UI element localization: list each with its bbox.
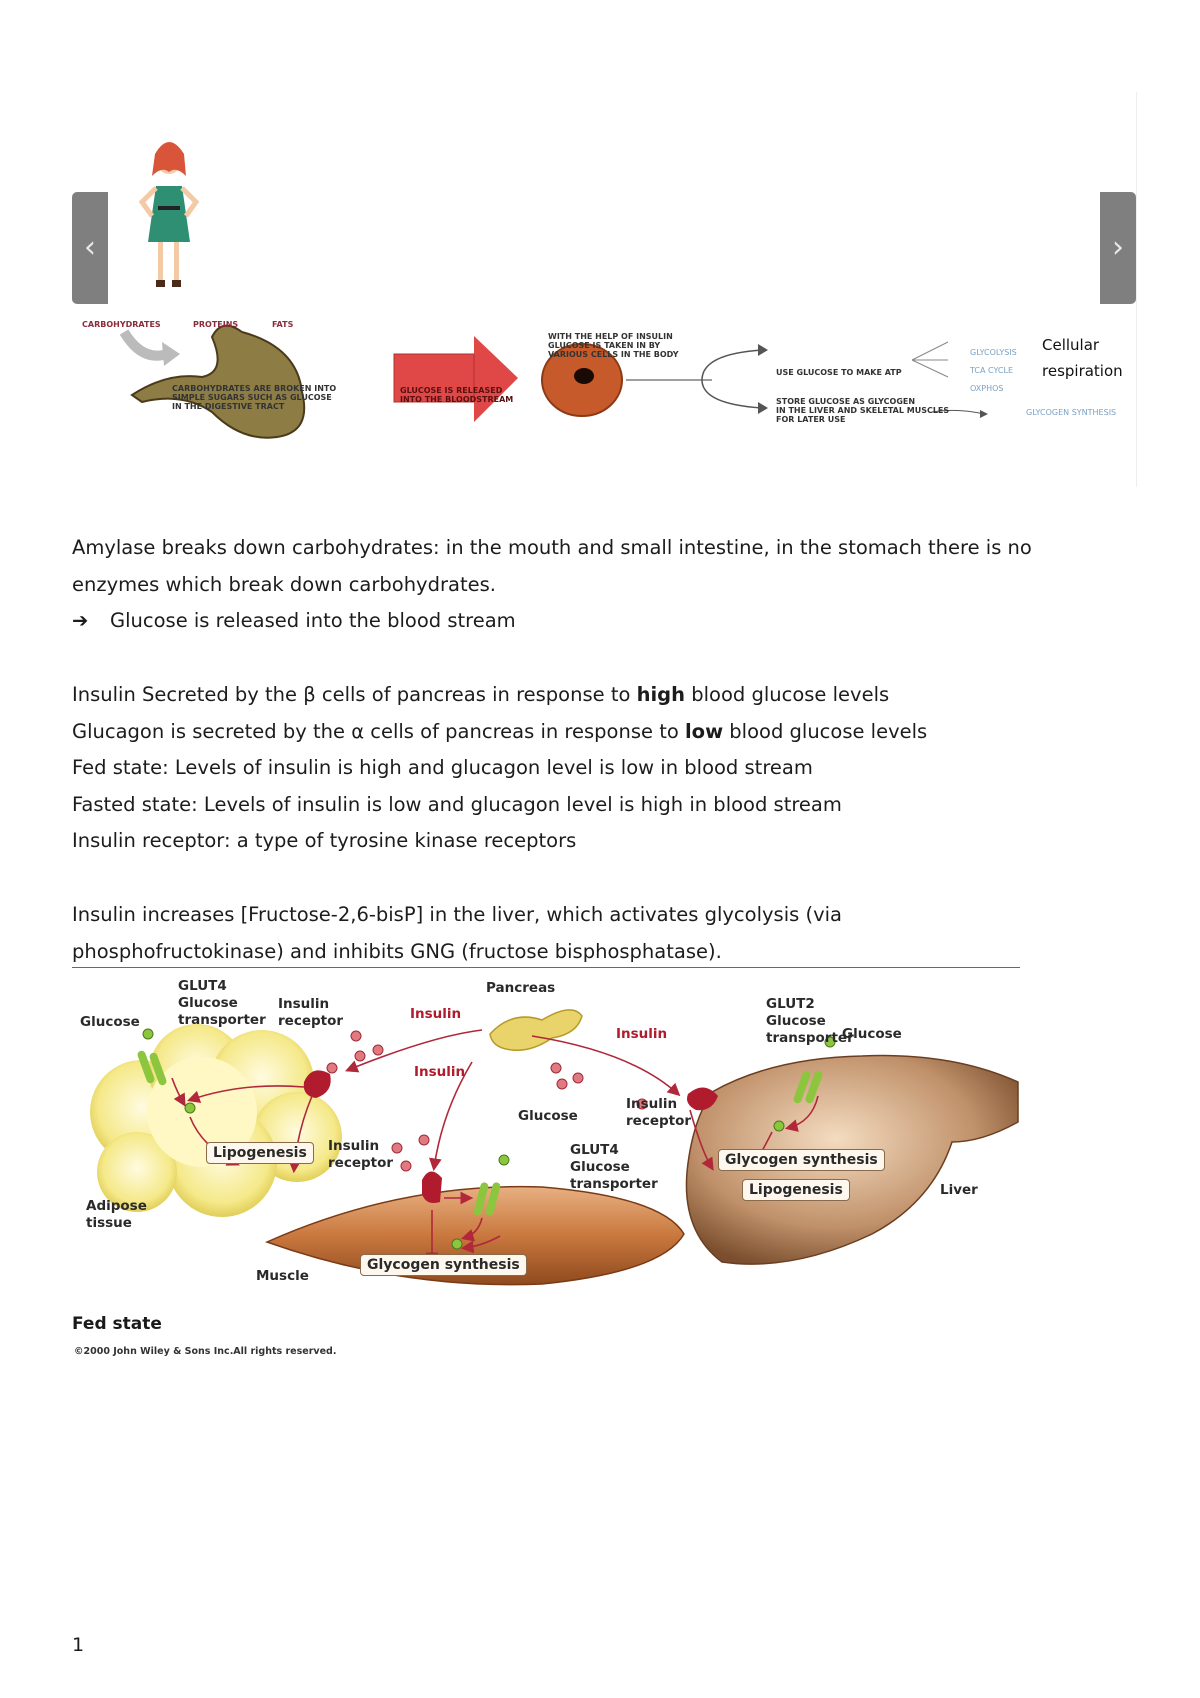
glut4-transporter-icon	[473, 1182, 501, 1216]
glut4-transporter-icon	[137, 1050, 167, 1086]
carousel-next-button[interactable]: ›	[1100, 192, 1136, 304]
glut2-transporter-icon	[793, 1070, 823, 1104]
glycogen-synthesis-box-muscle: Glycogen synthesis	[360, 1254, 527, 1276]
right-arrow-icon: ➔	[72, 609, 89, 633]
pancreas-icon	[489, 1009, 583, 1051]
muscle-label: Muscle	[256, 1268, 309, 1284]
glycolysis-label: GLYCOLYSIS	[970, 348, 1017, 357]
glucose-label-left: Glucose	[80, 1014, 140, 1030]
fasted-line: Fasted state: Levels of insulin is low a…	[72, 792, 842, 816]
slide-edge	[1136, 92, 1137, 487]
receptor-line: Insulin receptor: a type of tyrosine kin…	[72, 829, 577, 853]
red-arrow-icon	[393, 336, 518, 422]
glycogen-synthesis-box-liver: Glycogen synthesis	[718, 1149, 885, 1171]
oxphos-label: OXPHOS	[970, 384, 1004, 393]
use-glucose-note: USE GLUCOSE TO MAKE ATP	[776, 368, 902, 377]
chevron-left-icon: ‹	[84, 230, 96, 265]
insulin-receptor-icon	[422, 1171, 442, 1203]
insulin-label-3: Insulin	[414, 1064, 466, 1080]
insulin-label-2: Insulin	[616, 1026, 668, 1042]
carousel-prev-button[interactable]: ‹	[72, 192, 108, 304]
pancreas-label: Pancreas	[486, 980, 556, 996]
chevron-right-icon: ›	[1112, 230, 1124, 265]
fats-label: FATS	[272, 320, 294, 329]
stomach-icon	[130, 324, 306, 439]
glucose-label-right: Glucose	[842, 1026, 902, 1042]
woman-figure-icon	[138, 142, 200, 287]
insulin-line: Insulin Secreted by the β cells of pancr…	[72, 683, 890, 706]
glucagon-line: Glucagon is secreted by the α cells of p…	[72, 719, 928, 743]
page-number: 1	[72, 1634, 85, 1656]
curved-arrow-icon	[119, 329, 169, 361]
paragraph-amylase: Amylase breaks down carbohydrates: in th…	[72, 530, 1032, 640]
lipogenesis-box-adipose: Lipogenesis	[206, 1142, 314, 1164]
glucose-label-mid: Glucose	[518, 1108, 578, 1124]
digestion-illustration	[119, 142, 988, 439]
paragraph-fructose: Insulin increases [Fructose-2,6-bisP] in…	[72, 903, 842, 963]
figure-caption: Fed state	[72, 1314, 162, 1334]
fed-line: Fed state: Levels of insulin is high and…	[72, 756, 813, 780]
carbohydrates-label: CARBOHYDRATES	[82, 320, 161, 329]
tca-cycle-label: TCA CYCLE	[970, 366, 1014, 375]
adipose-tissue-icon	[90, 1024, 342, 1217]
figure-copyright: ©2000 John Wiley & Sons Inc.All rights r…	[74, 1346, 337, 1357]
insulin-label-1: Insulin	[410, 1006, 462, 1022]
insulin-receptor-icon	[303, 1070, 331, 1098]
insulin-molecule-icon	[326, 1030, 648, 1172]
divider-line	[72, 967, 1020, 968]
glucose-molecule-icon	[142, 1028, 836, 1250]
branch-arrow-icon	[701, 349, 763, 409]
glycogen-synthesis-label: GLYCOGEN SYNTHESIS	[1026, 408, 1117, 417]
insulin-receptor-icon	[687, 1087, 718, 1111]
slide-carousel: ‹ ›	[72, 92, 1137, 487]
liver-label: Liver	[940, 1182, 978, 1198]
proteins-label: PROTEINS	[193, 320, 239, 329]
paragraph-hormones: Insulin Secreted by the β cells of pancr…	[72, 677, 927, 860]
lipogenesis-box-liver: Lipogenesis	[742, 1179, 850, 1201]
